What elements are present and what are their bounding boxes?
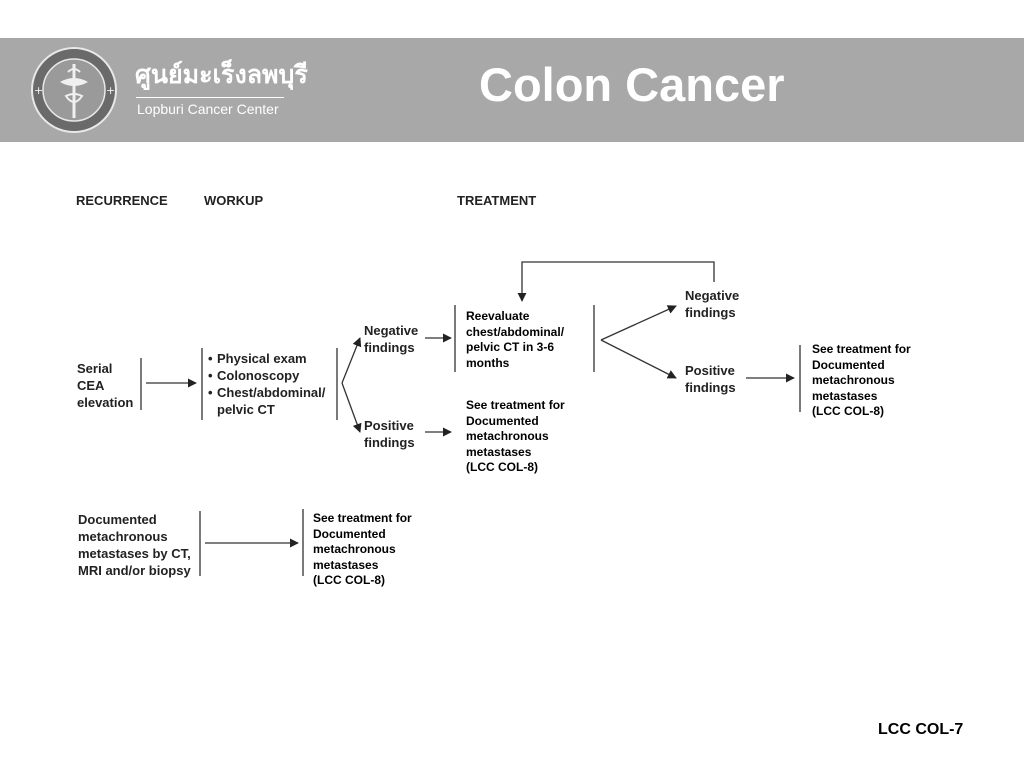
see-treatment-middle: See treatment for Documented metachronou… — [466, 398, 565, 474]
page-title: Colon Cancer — [479, 58, 785, 111]
positive-findings-label: Positive findings — [364, 418, 415, 450]
positive-findings-label-2: Positive findings — [685, 363, 736, 395]
column-header-workup: WORKUP — [204, 193, 264, 208]
column-header-recurrence: RECURRENCE — [76, 193, 168, 208]
negative-findings-label: Negative findings — [364, 323, 419, 355]
logo-thai-text: ศูนย์มะเร็งลพบุรี — [135, 61, 308, 89]
list-item: •Chest/abdominal/ — [208, 385, 326, 400]
hospital-seal-icon: + + — [31, 47, 117, 133]
list-item: pelvic CT — [217, 402, 275, 417]
svg-text:+: + — [106, 84, 115, 97]
serial-cea-elevation-label: Serial CEA elevation — [77, 361, 134, 410]
see-treatment-bottom: See treatment for Documented metachronou… — [313, 511, 412, 587]
reevaluate-ct-box: Reevaluate chest/abdominal/ pelvic CT in… — [466, 309, 565, 370]
logo-divider — [136, 97, 284, 98]
svg-text:+: + — [34, 84, 43, 97]
negative-findings-label-2: Negative findings — [685, 288, 740, 320]
list-item: •Colonoscopy — [208, 368, 300, 383]
logo-english-text: Lopburi Cancer Center — [137, 101, 279, 117]
see-treatment-right: See treatment for Documented metachronou… — [812, 342, 911, 418]
header-banner — [0, 38, 1024, 142]
column-header-treatment: TREATMENT — [457, 193, 537, 208]
workup-list: •Physical exam •Colonoscopy •Chest/abdom… — [208, 350, 325, 418]
page-code: LCC COL-7 — [878, 721, 964, 738]
list-item: •Physical exam — [208, 351, 307, 366]
documented-metastases-label: Documented metachronous metastases by CT… — [78, 512, 191, 578]
